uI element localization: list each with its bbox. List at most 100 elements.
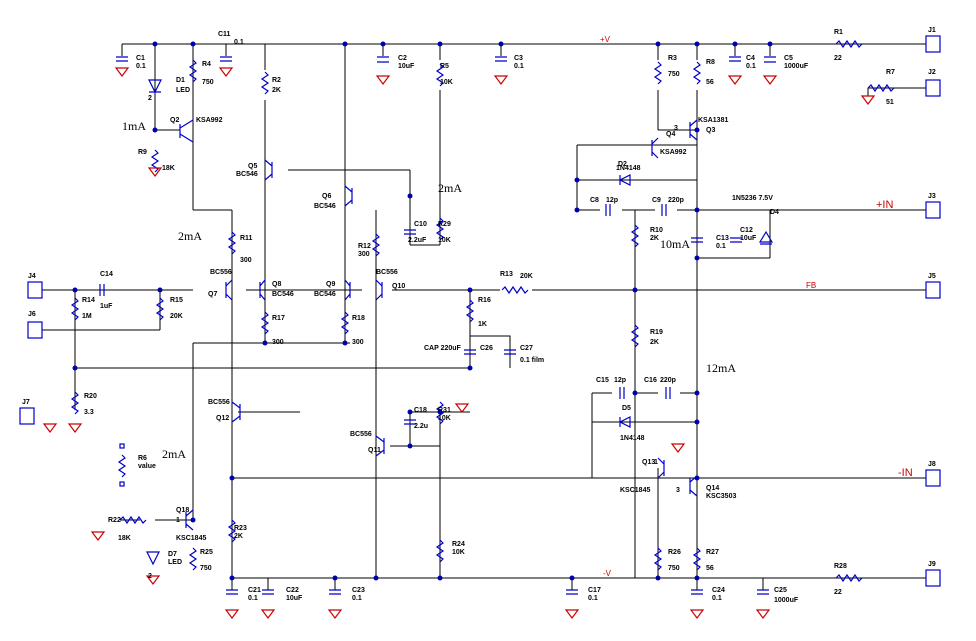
pos-rail-label: +V xyxy=(600,35,611,44)
resistors-value-label: 22 xyxy=(834,55,842,62)
transistors-part-label: KSA992 xyxy=(660,149,687,156)
resistors-value-label: 18K xyxy=(118,535,131,542)
connector-j2[interactable] xyxy=(925,79,941,97)
capacitors-value-label: 10uF xyxy=(286,595,303,602)
resistors-ref-label: R25 xyxy=(200,549,213,556)
pin-numbers-p3a-label: 3 xyxy=(674,125,678,132)
resistors-ref-label: R5 xyxy=(440,63,449,70)
transistors-ref-label: Q14 xyxy=(706,485,719,492)
capacitors-ref-label: C21 xyxy=(248,587,261,594)
capacitors-value-label: 0.1 xyxy=(588,595,598,602)
transistors-part-label: BC546 xyxy=(314,203,336,210)
resistors-value-label: 750 xyxy=(200,565,212,572)
resistors-ref-label: R17 xyxy=(272,315,285,322)
capacitors-value-label: 0.1 xyxy=(514,63,524,70)
diodes-ref-label: D7 xyxy=(168,551,177,558)
capacitors-ref-label: C18 xyxy=(414,407,427,414)
transistors-ref-label: Q10 xyxy=(392,283,405,290)
capacitors-value-label: 2.2u xyxy=(414,423,428,430)
j3-label: J3 xyxy=(928,193,936,200)
current-annotation: 12mA xyxy=(706,361,736,375)
transistors-part-label: BC546 xyxy=(236,171,258,178)
resistors-value-label: value xyxy=(138,463,156,470)
connector-j6[interactable] xyxy=(27,321,43,339)
resistors-value-label: 3.3 xyxy=(84,409,94,416)
resistors-ref-label: R9 xyxy=(138,149,147,156)
capacitors-value-label: 220p xyxy=(660,377,676,384)
resistors-value-label: 51 xyxy=(886,99,894,106)
capacitors-ref-label: C25 xyxy=(774,587,787,594)
resistors-value-label: 20K xyxy=(520,273,533,280)
capacitors-ref-label: C2 xyxy=(398,55,407,62)
capacitors-ref-label: C4 xyxy=(746,55,755,62)
connector-j1[interactable] xyxy=(925,35,941,53)
transistors-ref-label: Q18 xyxy=(176,507,189,514)
transistors-part-label: KSC1845 xyxy=(620,487,650,494)
transistors-ref-label: Q3 xyxy=(706,127,715,134)
resistors-value-label: 10K xyxy=(438,237,451,244)
j9-label: J9 xyxy=(928,561,936,568)
current-annotation: 2mA xyxy=(162,447,186,461)
capacitors-ref-label: C11 xyxy=(218,31,231,38)
resistors-ref-label: R20 xyxy=(84,393,97,400)
diode-symbols xyxy=(146,79,774,566)
capacitors-ref-label: C22 xyxy=(286,587,299,594)
capacitors-value-label: 2.2uF xyxy=(408,237,427,244)
transistors-ref-label: Q13 xyxy=(642,459,655,466)
transistors-ref-label: Q7 xyxy=(208,291,217,298)
resistors-value-label: 300 xyxy=(352,339,364,346)
transistors-part-label: BC546 xyxy=(272,291,294,298)
capacitors-ref-label: C27 xyxy=(520,345,533,352)
connector-j4[interactable] xyxy=(27,281,43,299)
resistor-symbols xyxy=(70,39,895,583)
transistors-part-label: BC556 xyxy=(376,269,398,276)
capacitors-value-label: 0.1 xyxy=(352,595,362,602)
resistors-ref-label: R1 xyxy=(834,29,843,36)
capacitors-value-label: 1000uF xyxy=(774,597,799,604)
resistors-value-label: 20K xyxy=(170,313,183,320)
fb-net-label: FB xyxy=(806,281,816,290)
connector-j9[interactable] xyxy=(925,569,941,587)
neg-rail-label: -V xyxy=(603,569,612,578)
resistors-value-label: 300 xyxy=(272,339,284,346)
resistors-ref-label: R8 xyxy=(706,59,715,66)
transistors-part-label: KSA1381 xyxy=(698,117,728,124)
resistors-value-label: 2K xyxy=(234,533,243,540)
capacitors-value-label: 0.1 xyxy=(136,63,146,70)
resistors-ref-label: R4 xyxy=(202,61,211,68)
connector-j5[interactable] xyxy=(925,281,941,299)
capacitors-value-label: 12p xyxy=(606,197,618,204)
diodes-ref-label: D5 xyxy=(622,405,631,412)
junctions xyxy=(72,41,773,581)
resistors-ref-label: R12 xyxy=(358,243,371,250)
current-annotation: 1mA xyxy=(122,119,146,133)
capacitors-value-label: 12p xyxy=(614,377,626,384)
capacitors-value-label: 220p xyxy=(668,197,684,204)
pin-numbers-p1a-label: 1 xyxy=(176,517,180,524)
transistors-part-label: BC556 xyxy=(350,431,372,438)
diodes-ref-label: D2 xyxy=(618,161,627,168)
capacitors-value-label: 1uF xyxy=(100,303,113,310)
pin-numbers-p3b-label: 3 xyxy=(676,487,680,494)
j2-label: J2 xyxy=(928,69,936,76)
connector-j8[interactable] xyxy=(925,469,941,487)
resistors-ref-label: R3 xyxy=(668,55,677,62)
capacitors-value-label: 10uF xyxy=(398,63,415,70)
current-annotation: 2mA xyxy=(438,181,462,195)
pin-numbers-p2a-label: 2 xyxy=(148,95,152,102)
connector-j3[interactable] xyxy=(925,201,941,219)
capacitors-ref-label: C15 xyxy=(596,377,609,384)
resistors-value-label: 22 xyxy=(834,589,842,596)
resistors-ref-label: R13 xyxy=(500,271,513,278)
resistors-ref-label: R16 xyxy=(478,297,491,304)
transistors-part-label: BC546 xyxy=(314,291,336,298)
transistors-ref-label: Q6 xyxy=(322,193,331,200)
resistors-ref-label: R23 xyxy=(234,525,247,532)
current-annotation: 10mA xyxy=(660,237,690,251)
resistors-value-label: 10K xyxy=(440,79,453,86)
connector-j7[interactable] xyxy=(19,407,35,425)
capacitors-ref-label: C16 xyxy=(644,377,657,384)
capacitors-value-label: 0.1 film xyxy=(520,357,544,364)
in-pos-label: +IN xyxy=(876,199,893,211)
